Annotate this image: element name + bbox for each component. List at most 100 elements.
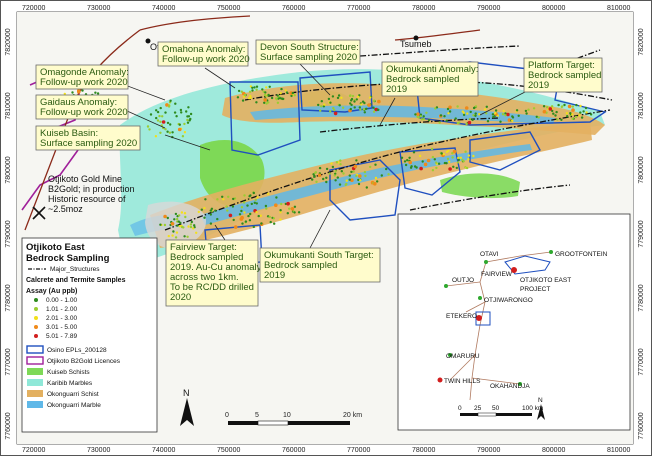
sample-point bbox=[376, 180, 379, 183]
sample-point bbox=[446, 107, 450, 111]
sample-point bbox=[427, 119, 431, 122]
sample-point bbox=[237, 89, 241, 93]
y-tick-left: 7810000 bbox=[5, 92, 12, 119]
sample-point bbox=[561, 105, 564, 108]
sample-point bbox=[209, 213, 212, 216]
svg-text:Okumukanti South Target:Bedroc: Okumukanti South Target:Bedrock sampled2… bbox=[264, 250, 374, 281]
x-tick-top: 760000 bbox=[282, 5, 305, 12]
sample-point bbox=[447, 149, 450, 152]
sample-point bbox=[290, 94, 293, 98]
sample-point bbox=[256, 196, 259, 199]
sample-point bbox=[344, 183, 347, 187]
x-tick-top: 750000 bbox=[217, 5, 240, 12]
sample-point bbox=[279, 209, 282, 212]
inset-otavi: OTAVI bbox=[480, 251, 499, 258]
sample-point bbox=[443, 115, 446, 118]
sample-point bbox=[329, 110, 332, 113]
sample-point bbox=[409, 166, 413, 169]
sample-point bbox=[180, 225, 184, 229]
sample-point bbox=[406, 159, 409, 162]
legend-title-1: Otjikoto East bbox=[26, 242, 85, 253]
sample-point bbox=[464, 106, 469, 110]
sample-point bbox=[571, 117, 574, 121]
sample-point bbox=[293, 205, 297, 208]
sample-point bbox=[535, 115, 538, 119]
sample-point bbox=[263, 98, 268, 102]
sample-point bbox=[177, 214, 181, 217]
sample-point bbox=[266, 192, 270, 195]
sample-point bbox=[285, 91, 289, 94]
sample-point bbox=[511, 116, 515, 119]
sample-point bbox=[325, 167, 329, 171]
sample-point bbox=[442, 153, 446, 156]
sample-point bbox=[425, 111, 428, 115]
sample-point bbox=[317, 103, 320, 107]
x-tick-top: 790000 bbox=[477, 5, 500, 12]
sample-point bbox=[408, 160, 413, 165]
sample-point bbox=[225, 205, 228, 208]
sample-point bbox=[548, 107, 553, 111]
x-tick-top: 740000 bbox=[152, 5, 175, 12]
sample-point bbox=[197, 210, 200, 214]
sample-point bbox=[350, 178, 354, 182]
svg-text:Omahona Anomaly:Follow-up work: Omahona Anomaly:Follow-up work 2020 bbox=[162, 44, 250, 65]
sample-point bbox=[155, 116, 158, 120]
sample-point bbox=[179, 221, 182, 224]
sample-point bbox=[248, 219, 252, 222]
sample-point bbox=[434, 107, 437, 110]
sample-point bbox=[474, 114, 477, 118]
sample-point bbox=[183, 235, 186, 238]
scale-label-5: 5 bbox=[255, 412, 259, 419]
sample-point bbox=[452, 165, 455, 168]
legend-major-structures: Major_Structures bbox=[50, 266, 100, 273]
sample-point bbox=[338, 104, 341, 107]
sample-point bbox=[403, 160, 407, 163]
sample-point bbox=[574, 115, 578, 119]
legend-area-swatch bbox=[26, 345, 44, 354]
sample-point bbox=[447, 112, 450, 115]
legend-area-swatch bbox=[27, 368, 43, 375]
callout-omagonde: Omagonde Anomaly:Follow-up work 2020 bbox=[35, 64, 129, 90]
sample-point bbox=[188, 119, 191, 122]
sample-point bbox=[164, 128, 167, 131]
sample-point bbox=[249, 194, 252, 197]
sample-point bbox=[333, 108, 336, 112]
sample-point bbox=[280, 202, 283, 206]
sample-point bbox=[426, 158, 431, 163]
sample-point bbox=[183, 122, 186, 126]
sample-point bbox=[268, 215, 271, 219]
sample-point bbox=[284, 89, 287, 92]
legend-assay-dot bbox=[34, 298, 38, 302]
sample-point bbox=[584, 106, 588, 110]
sample-point bbox=[499, 120, 502, 123]
sample-point bbox=[216, 198, 219, 201]
sample-point bbox=[275, 98, 278, 101]
sample-point bbox=[571, 113, 574, 116]
sample-point bbox=[387, 173, 390, 176]
y-tick-left: 7760000 bbox=[5, 412, 12, 439]
sample-point bbox=[506, 112, 510, 117]
sample-point bbox=[348, 174, 351, 177]
sample-point bbox=[273, 222, 276, 225]
sample-point bbox=[336, 176, 339, 179]
sample-point bbox=[585, 111, 588, 114]
sample-point bbox=[331, 95, 335, 98]
sample-point bbox=[286, 212, 289, 215]
callout-omahona: Omahona Anomaly:Follow-up work 2020 bbox=[157, 41, 250, 67]
sample-point bbox=[353, 164, 358, 169]
sample-point bbox=[329, 101, 332, 104]
sample-point bbox=[175, 231, 179, 234]
sample-point bbox=[369, 96, 372, 99]
sample-point bbox=[345, 179, 348, 182]
sample-point bbox=[158, 114, 161, 118]
sample-point bbox=[200, 208, 203, 211]
sample-point bbox=[164, 111, 167, 114]
legend-area-swatch bbox=[26, 356, 44, 365]
sample-point bbox=[318, 166, 322, 170]
sample-point bbox=[355, 174, 358, 178]
sample-point bbox=[156, 110, 160, 114]
sample-point bbox=[365, 107, 368, 111]
sample-point bbox=[240, 206, 244, 209]
sample-point bbox=[455, 166, 458, 170]
